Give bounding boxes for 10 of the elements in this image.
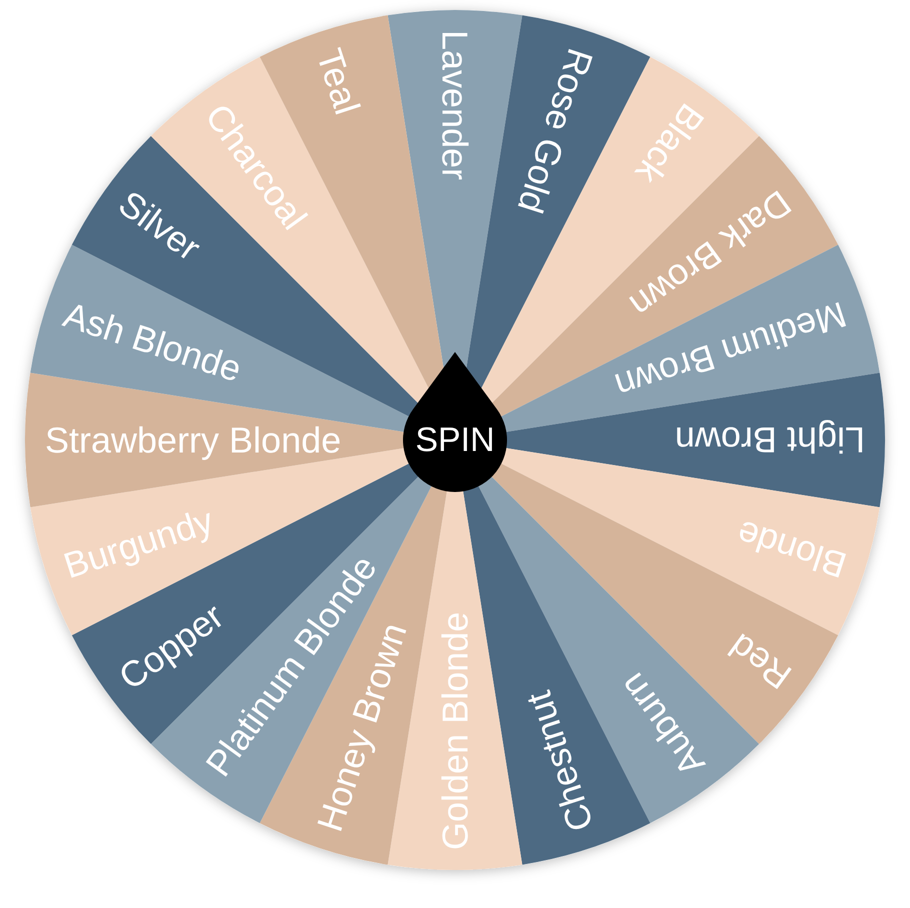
segment-label: Strawberry Blonde bbox=[45, 420, 342, 460]
segment-label: Rose Gold bbox=[510, 44, 602, 218]
segment-label: Light Brown bbox=[674, 420, 865, 460]
segment-label: Teal bbox=[308, 44, 368, 120]
segment-label: Golden Blonde bbox=[434, 612, 476, 850]
segment-label: Red bbox=[721, 626, 799, 698]
segment-label: Blonde bbox=[732, 512, 852, 586]
segment-label: Ash Blonde bbox=[58, 294, 247, 390]
spin-label: SPIN bbox=[415, 421, 495, 459]
segment-label: Lavender bbox=[434, 30, 476, 180]
